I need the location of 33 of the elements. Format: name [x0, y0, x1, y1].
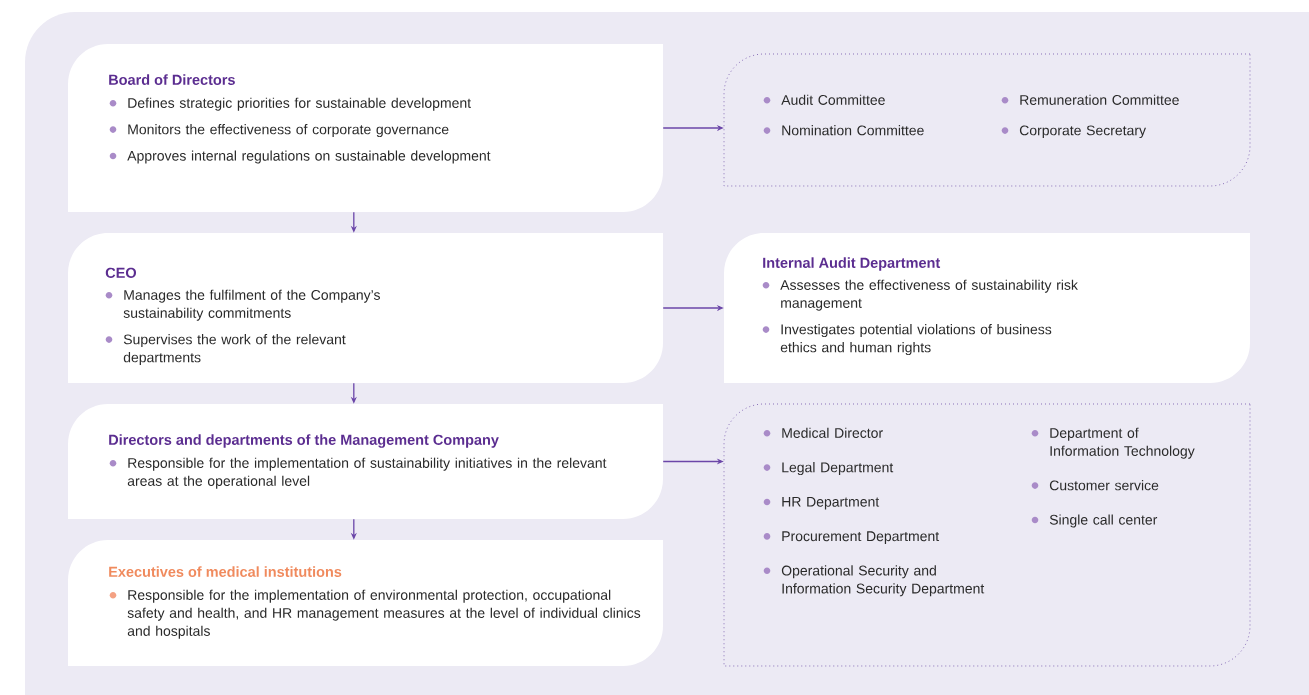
role-box [68, 44, 663, 212]
bullet-item: Single call center [1031, 514, 1158, 528]
bullet-item: Approves internal regulations on sustainable development [109, 150, 491, 164]
heading: Internal Audit Department [763, 257, 941, 271]
role-box [68, 540, 663, 666]
heading: Directors and departments of the Management Company [109, 434, 499, 448]
bullet-item: Defines strategic priorities for sustainable development [109, 97, 471, 111]
heading: Executives of medical institutions [109, 566, 342, 577]
bullet-item: Legal Department [763, 462, 894, 476]
bullet-item: Assesses the effectiveness of sustainability risk management [762, 279, 1078, 311]
bullet-item: Department of Information Technology [1031, 427, 1195, 459]
bullet-item: Customer service [1031, 480, 1159, 491]
heading: Board of Directors [109, 74, 235, 85]
bullet-item: Operational Security and Information Security Department [763, 565, 985, 597]
bullet-item: Procurement Department [763, 531, 940, 544]
bullet-item: Monitors the effectiveness of corporate governance [109, 124, 449, 138]
bullet-item: Remuneration Committee [1001, 94, 1179, 105]
role-box [68, 404, 663, 519]
bullet-item: Nomination Committee [763, 125, 924, 136]
bullet-item: Supervises the work of the relevant departments [105, 334, 346, 366]
bullet-item: Audit Committee [763, 94, 885, 105]
bullet-item: Responsible for the implementation of environmental protection, occupational safety and health, and HR management measures at the level of individual clinics and hospitals [109, 589, 641, 639]
bullet-item: HR Department [763, 496, 880, 510]
heading: CEO [105, 267, 137, 278]
group-box [723, 403, 1251, 667]
bullet-item: Responsible for the implementation of sustainability initiatives in the relevant areas at the operational level [109, 457, 607, 489]
bullet-item: Manages the fulfilment of the Company’s sustainability commitments [105, 289, 380, 321]
group-box [723, 53, 1251, 187]
bullet-item: Corporate Secretary [1001, 125, 1146, 139]
bullet-item: Investigates potential violations of business ethics and human rights [762, 324, 1052, 356]
role-box [68, 233, 663, 383]
role-box [724, 233, 1250, 383]
bullet-item: Medical Director [763, 427, 883, 438]
